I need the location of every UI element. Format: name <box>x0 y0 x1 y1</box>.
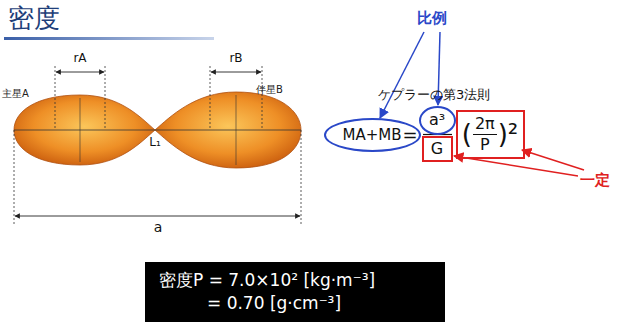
dimension-label: rB <box>229 52 242 65</box>
axis-line <box>14 130 301 131</box>
numerator: 2π <box>473 115 497 135</box>
formula-term: a³ <box>429 111 445 129</box>
result-box: 密度P = 7.0×10² [kg·m⁻³] = 0.70 [g·cm⁻³] <box>145 262 445 322</box>
dimension-line <box>105 66 106 130</box>
dimension-label: rA <box>73 52 86 65</box>
dimension-arrow <box>15 216 300 217</box>
result-text: = 0.70 [g·cm⁻³] <box>207 294 341 313</box>
pointer-arrow <box>522 150 584 170</box>
dimension-line <box>14 130 15 224</box>
star-label: 主星A <box>2 88 29 99</box>
equals-sign: = <box>402 125 417 145</box>
dimension-label: a <box>152 220 165 235</box>
title-underline <box>4 37 214 40</box>
parenthesis: ( <box>462 121 472 147</box>
pointer-arrow <box>380 32 424 118</box>
dimension-line <box>210 66 211 130</box>
dimension-line <box>301 130 302 224</box>
formula-term: G <box>431 140 443 158</box>
annotation: 比例 <box>415 10 449 27</box>
dimension-line <box>262 66 263 130</box>
centre-line <box>80 98 81 162</box>
constant-box: G <box>422 136 453 162</box>
result-text: 密度P = 7.0×10² [kg·m⁻³] <box>159 271 375 290</box>
pointer-arrow <box>454 156 578 176</box>
formula-term: MA+MB <box>342 127 401 144</box>
denominator: P <box>480 135 490 154</box>
star-label: 伴星B <box>256 84 283 95</box>
dimension-arrow <box>56 72 104 73</box>
dimension-line <box>55 66 56 130</box>
slide-title: 密度 <box>8 4 60 33</box>
annotation: 一定 <box>578 172 612 189</box>
proportional-circle: a³ <box>419 106 456 135</box>
law-heading: ケプラーの第3法則 <box>378 88 490 102</box>
centre-line <box>236 95 237 165</box>
proportional-ellipse: MA+MB <box>324 118 421 152</box>
point-label: L₁ <box>149 136 161 149</box>
parenthesis: )² <box>498 121 519 147</box>
dimension-arrow <box>211 72 261 73</box>
constant-box: (2πP )² <box>456 110 525 159</box>
